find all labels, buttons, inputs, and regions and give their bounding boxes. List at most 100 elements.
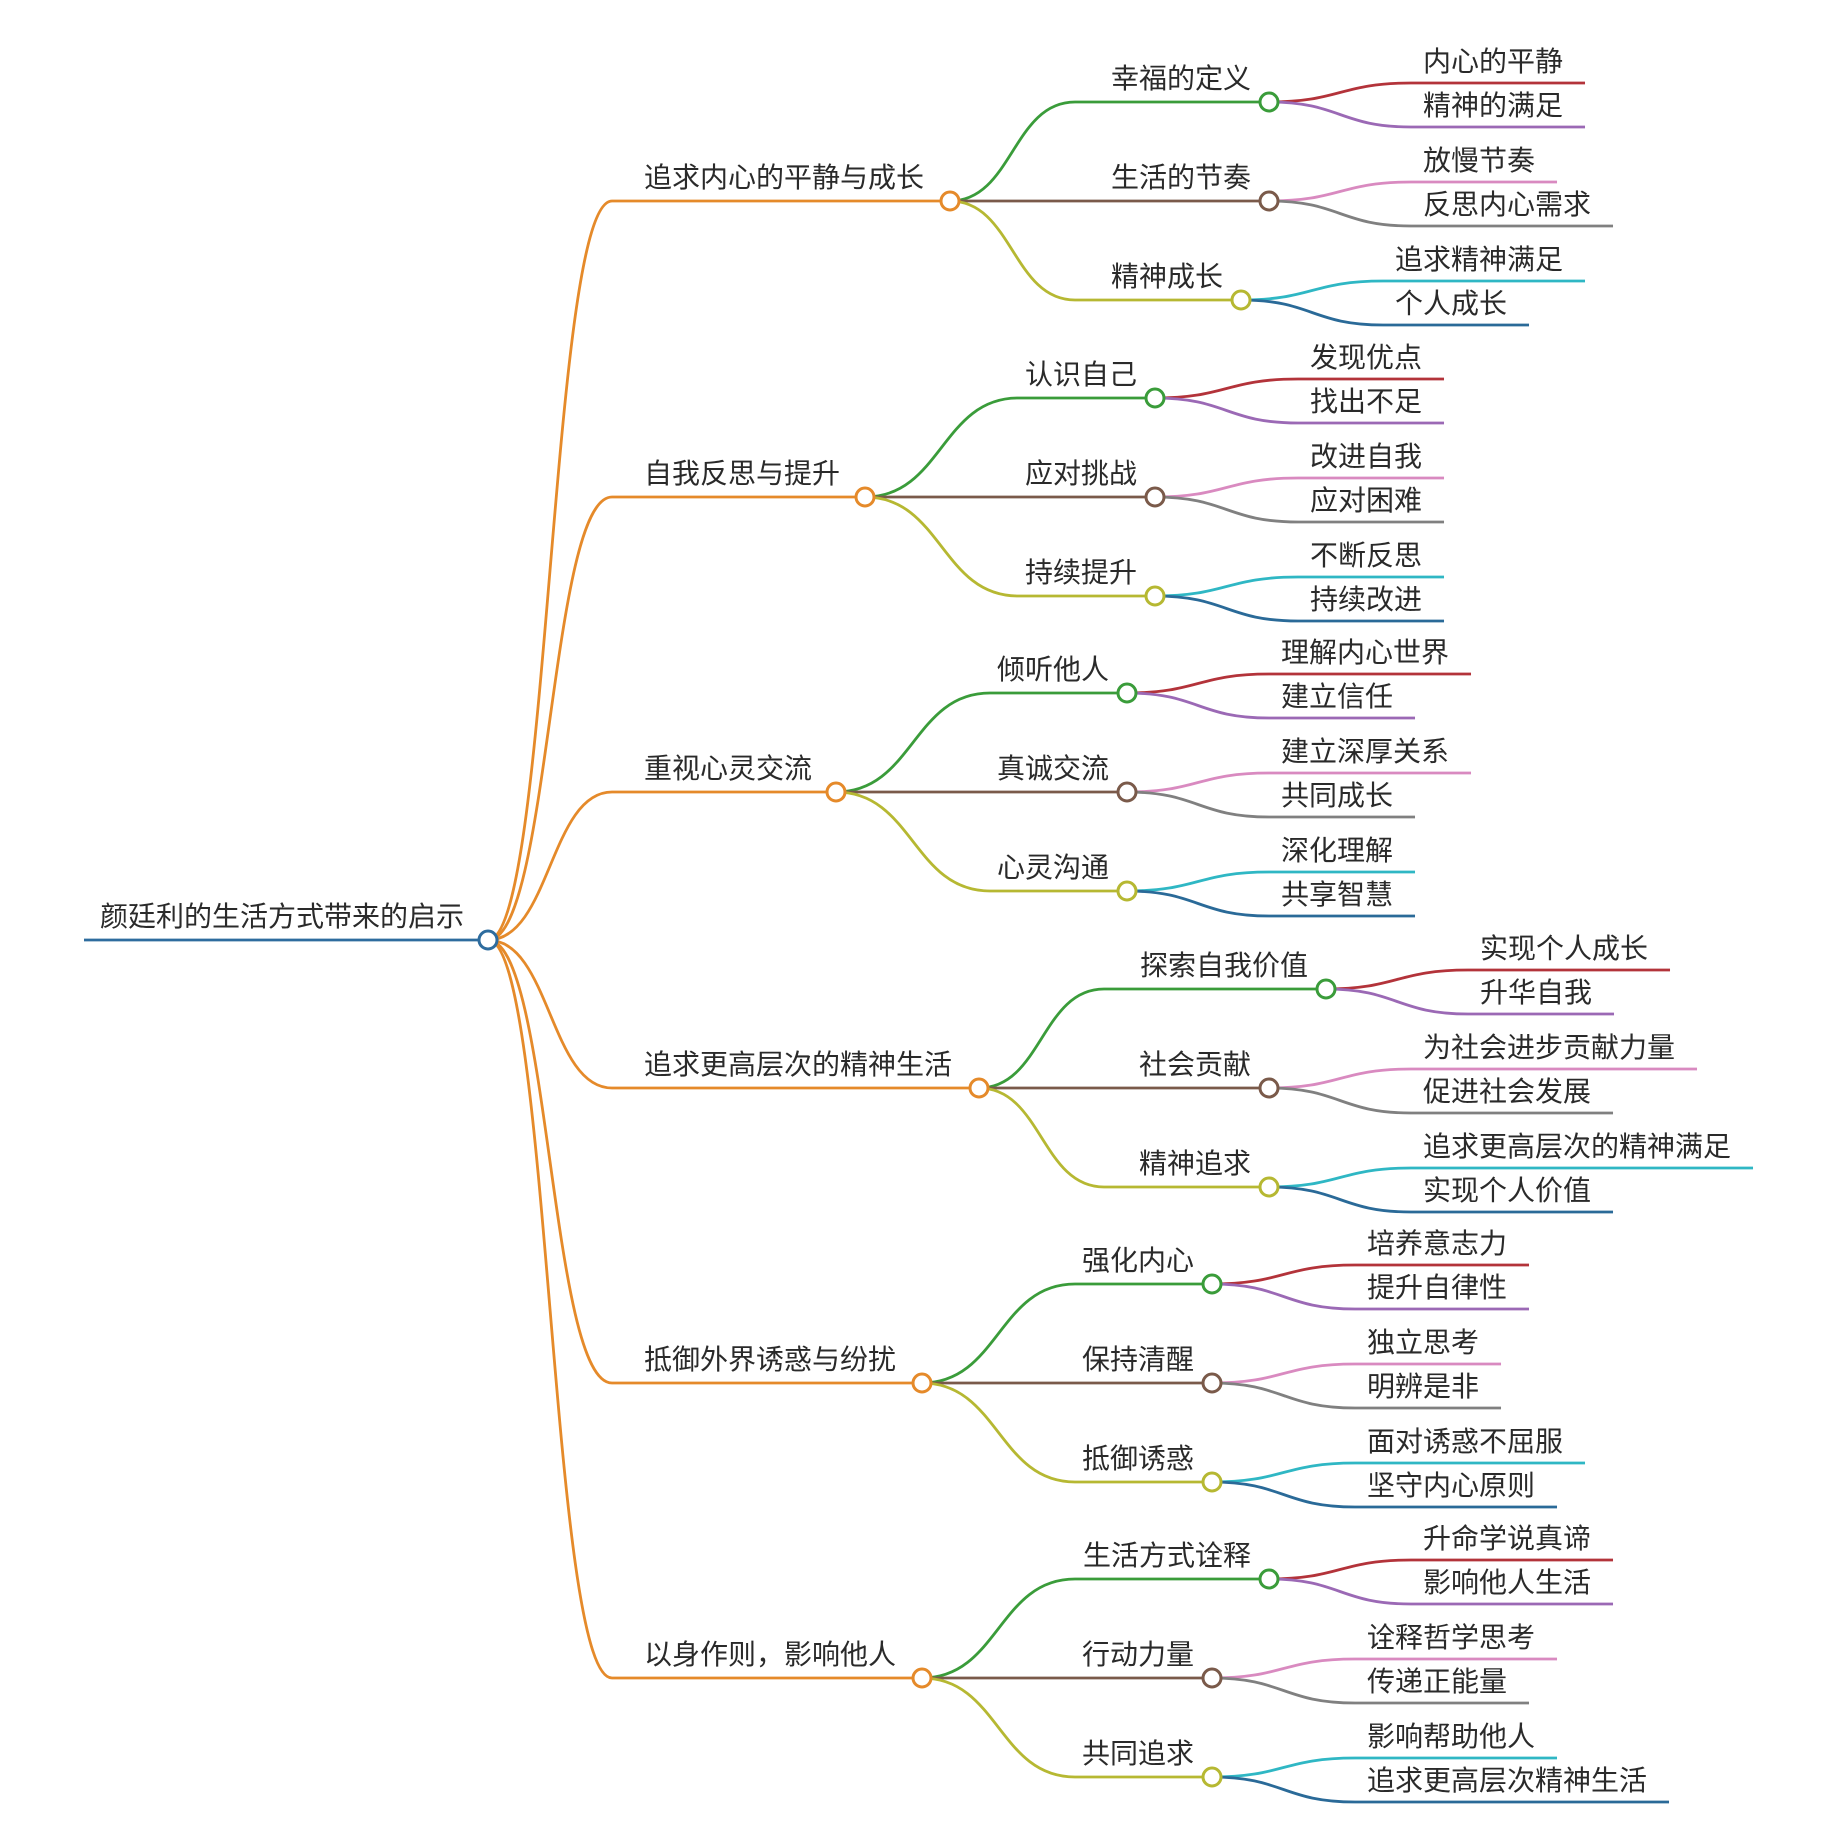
topic-node-circle[interactable] <box>1201 1273 1223 1295</box>
leaf-label: 发现优点 <box>1310 341 1422 374</box>
topic-label: 保持清醒 <box>1082 1343 1194 1376</box>
leaf-label: 内心的平静 <box>1423 45 1563 78</box>
branch-label: 自我反思与提升 <box>644 457 840 490</box>
edge-topic-to-leaf <box>1154 575 1299 598</box>
leaf-label: 建立深厚关系 <box>1281 735 1449 768</box>
topic-label: 倾听他人 <box>997 653 1109 686</box>
leaf-label: 找出不足 <box>1310 385 1422 418</box>
leaf-label: 追求更高层次的精神满足 <box>1423 1130 1731 1163</box>
edge-branch-to-topic <box>921 1577 1076 1680</box>
leaf-label: 影响帮助他人 <box>1367 1720 1535 1753</box>
topic-node-circle[interactable] <box>1258 1077 1280 1099</box>
leaf-label: 追求精神满足 <box>1395 243 1563 276</box>
branch-node-circle[interactable] <box>968 1077 990 1099</box>
leaf-label: 精神的满足 <box>1423 89 1563 122</box>
topic-label: 社会贡献 <box>1139 1048 1251 1081</box>
topic-label: 生活方式诠释 <box>1083 1539 1251 1572</box>
edge-topic-to-leaf <box>1268 1558 1412 1581</box>
topic-node-circle[interactable] <box>1201 1766 1223 1788</box>
edge-topic-to-leaf <box>1325 968 1469 991</box>
topic-node-circle[interactable] <box>1258 1568 1280 1590</box>
edge-topic-to-leaf <box>1126 889 1270 918</box>
topic-node-circle[interactable] <box>1144 387 1166 409</box>
branch-label: 抵御外界诱惑与纷扰 <box>644 1343 896 1376</box>
topic-node-circle[interactable] <box>1201 1471 1223 1493</box>
edge-branch-to-topic <box>978 1086 1105 1189</box>
leaf-label: 明辨是非 <box>1367 1370 1479 1403</box>
edge-branch-to-topic <box>949 100 1076 203</box>
edge-topic-to-leaf <box>1268 1185 1412 1214</box>
root-node-circle[interactable] <box>477 929 499 951</box>
topic-node-circle[interactable] <box>1230 289 1252 311</box>
edge-topic-to-leaf <box>1268 1166 1412 1189</box>
topic-node-circle[interactable] <box>1116 682 1138 704</box>
topic-node-circle[interactable] <box>1116 781 1138 803</box>
branch-label: 追求更高层次的精神生活 <box>644 1048 952 1081</box>
edge-topic-to-leaf <box>1126 870 1270 893</box>
leaf-label: 提升自律性 <box>1367 1271 1507 1304</box>
edge-topic-to-leaf <box>1211 1461 1356 1484</box>
topic-node-circle[interactable] <box>1258 1176 1280 1198</box>
branch-node-circle[interactable] <box>911 1667 933 1689</box>
edge-topic-to-leaf <box>1211 1282 1356 1311</box>
leaf-label: 为社会进步贡献力量 <box>1423 1031 1675 1064</box>
topic-label: 心灵沟通 <box>997 851 1109 884</box>
branch-node-circle[interactable] <box>854 486 876 508</box>
edge-branch-to-topic <box>864 396 1019 499</box>
topic-node-circle[interactable] <box>1116 880 1138 902</box>
topic-label: 幸福的定义 <box>1111 62 1251 95</box>
leaf-label: 升华自我 <box>1480 976 1592 1009</box>
topic-node-circle[interactable] <box>1258 190 1280 212</box>
leaf-label: 实现个人成长 <box>1480 932 1648 965</box>
leaf-label: 放慢节奏 <box>1423 144 1535 177</box>
edge-topic-to-leaf <box>1154 594 1299 623</box>
edge-topic-to-leaf <box>1268 100 1412 129</box>
edge-branch-to-topic <box>921 1676 1076 1779</box>
topic-label: 真诚交流 <box>997 752 1109 785</box>
edge-branch-to-topic <box>949 199 1076 302</box>
topic-label: 应对挑战 <box>1025 457 1137 490</box>
leaf-label: 坚守内心原则 <box>1367 1469 1535 1502</box>
edge-topic-to-leaf <box>1240 298 1384 327</box>
topic-node-circle[interactable] <box>1258 91 1280 113</box>
edge-topic-to-leaf <box>1154 476 1299 499</box>
edge-topic-to-leaf <box>1325 987 1469 1016</box>
edge-topic-to-leaf <box>1268 81 1412 104</box>
leaf-label: 建立信任 <box>1281 680 1393 713</box>
leaf-label: 共同成长 <box>1281 779 1393 812</box>
topic-node-circle[interactable] <box>1144 486 1166 508</box>
edge-branch-to-topic <box>835 691 991 794</box>
leaf-label: 应对困难 <box>1310 484 1422 517</box>
topic-label: 精神成长 <box>1111 260 1223 293</box>
branch-label: 以身作则，影响他人 <box>644 1638 896 1671</box>
edge-topic-to-leaf <box>1211 1362 1356 1385</box>
branch-node-circle[interactable] <box>911 1372 933 1394</box>
topic-node-circle[interactable] <box>1315 978 1337 1000</box>
topic-label: 强化内心 <box>1082 1244 1194 1277</box>
branch-node-circle[interactable] <box>825 781 847 803</box>
topic-node-circle[interactable] <box>1144 585 1166 607</box>
leaf-label: 理解内心世界 <box>1281 636 1449 669</box>
leaf-label: 独立思考 <box>1367 1326 1479 1359</box>
topic-label: 精神追求 <box>1139 1147 1251 1180</box>
leaf-label: 促进社会发展 <box>1423 1075 1591 1108</box>
leaf-label: 面对诱惑不屈服 <box>1367 1425 1563 1458</box>
edge-root-to-branch <box>487 790 613 942</box>
edge-branch-to-topic <box>921 1381 1076 1484</box>
edge-topic-to-leaf <box>1126 771 1270 794</box>
topic-label: 生活的节奏 <box>1111 161 1251 194</box>
topic-label: 认识自己 <box>1025 358 1137 391</box>
edge-topic-to-leaf <box>1154 495 1299 524</box>
topic-label: 行动力量 <box>1082 1638 1194 1671</box>
leaf-label: 改进自我 <box>1310 440 1422 473</box>
leaf-label: 诠释哲学思考 <box>1367 1621 1535 1654</box>
topic-node-circle[interactable] <box>1201 1667 1223 1689</box>
edge-topic-to-leaf <box>1211 1381 1356 1410</box>
topic-node-circle[interactable] <box>1201 1372 1223 1394</box>
topic-label: 持续提升 <box>1025 556 1137 589</box>
edge-topic-to-leaf <box>1211 1263 1356 1286</box>
edge-topic-to-leaf <box>1268 1067 1412 1090</box>
leaf-label: 培养意志力 <box>1367 1227 1507 1260</box>
branch-node-circle[interactable] <box>939 190 961 212</box>
